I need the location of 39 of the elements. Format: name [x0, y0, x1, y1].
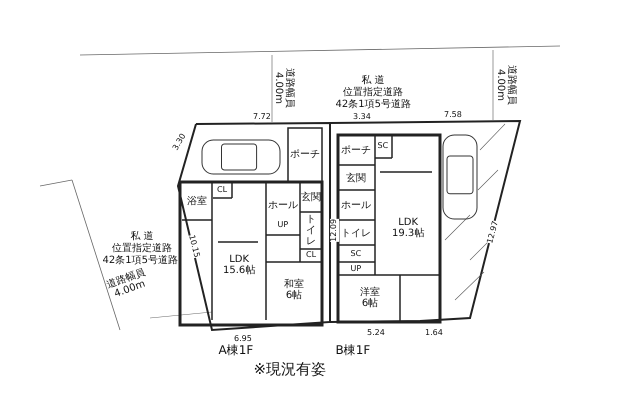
room-label: トイレ	[306, 214, 316, 246]
road-label: 位置指定道路	[343, 86, 403, 98]
room-label: ホール	[341, 200, 371, 210]
room-label: ポーチ	[290, 148, 320, 160]
room-label: CL	[306, 250, 316, 260]
room-label: SC	[378, 142, 388, 150]
road-label: 42条1項5号道路	[102, 254, 178, 266]
dimension-label: 5.24	[367, 328, 385, 338]
room-label: 浴室	[187, 196, 207, 206]
room-label: 玄関	[301, 192, 321, 202]
dimension-label: 7.58	[444, 110, 462, 120]
road-width-label: 道路幅員 4.00m	[273, 67, 295, 110]
road-width-label: 道路幅員 4.00m	[495, 64, 517, 107]
road-label: 42条1項5号道路	[336, 98, 411, 110]
floor-caption: B棟1F	[336, 344, 370, 357]
dimension-label: 3.34	[353, 112, 371, 122]
note: ※現況有姿	[254, 360, 326, 377]
road-label: 私 道	[362, 74, 385, 86]
room-label: 洋室 6帖	[360, 287, 380, 309]
room-label: トイレ	[341, 228, 371, 238]
room-label: SC	[350, 250, 362, 258]
room-label: UP	[350, 264, 362, 274]
room-label: LDK 15.6帖	[223, 254, 256, 276]
room-label: 玄関	[346, 172, 366, 184]
road-label: 位置指定道路	[112, 242, 172, 254]
road-width-label: 道路幅員 4.00m	[104, 266, 148, 302]
room-label: LDK 19.3帖	[392, 217, 424, 239]
dimension-label: 7.72	[253, 112, 271, 122]
room-label: ホール	[268, 200, 298, 210]
dimension-label: 1.64	[425, 328, 443, 338]
room-label: CL	[217, 186, 228, 194]
room-label: ポーチ	[341, 144, 371, 156]
room-label: 和室 6帖	[284, 279, 304, 301]
room-label: UP	[278, 220, 288, 230]
dimension-label: 6.95	[234, 334, 252, 344]
road-label: 私 道	[130, 230, 154, 242]
floor-caption: A棟1F	[218, 344, 254, 357]
dimension-label: 10.15	[186, 234, 200, 258]
dimension-label: 12.97	[486, 220, 500, 244]
